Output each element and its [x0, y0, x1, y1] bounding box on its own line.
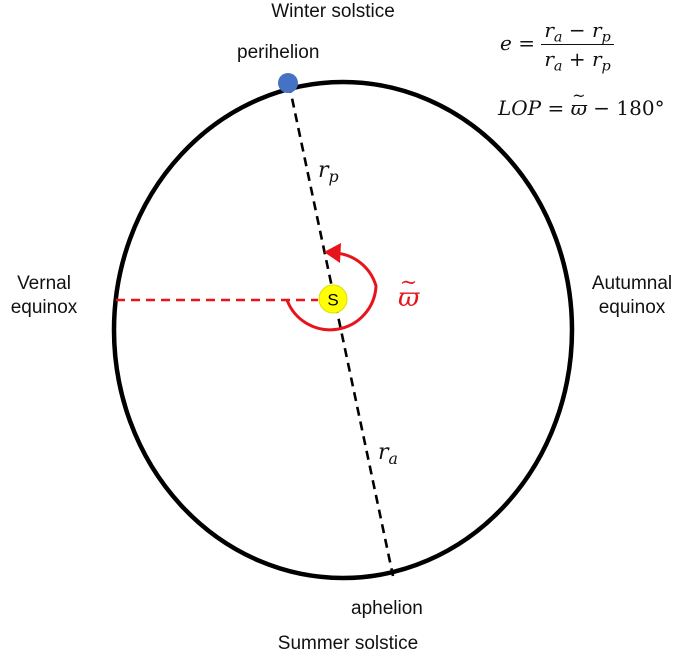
vernal-line1: Vernal: [17, 273, 71, 294]
autumnal-line2: equinox: [598, 297, 666, 318]
vernal-equinox-label: Vernal equinox: [11, 272, 78, 320]
autumnal-line1: Autumnal: [591, 273, 673, 294]
longitude-of-perihelion-symbol: ϖ: [398, 283, 419, 313]
eccentricity-lhs: e =: [500, 31, 535, 55]
orbit-ellipse: [111, 79, 575, 581]
longitude-arc-arrowhead: [324, 243, 341, 263]
winter-solstice-label: Winter solstice: [271, 1, 395, 22]
lop-equation: LOP = ϖ − 180°: [498, 96, 665, 120]
summer-solstice-label: Summer solstice: [277, 633, 419, 654]
r-a-label: ra: [378, 440, 398, 468]
eccentricity-equation: e = ra − rp ra + rp: [500, 18, 614, 74]
sun-label: S: [327, 291, 338, 310]
eccentricity-fraction: ra − rp ra + rp: [541, 18, 614, 74]
apsis-line: [287, 83, 395, 577]
r-p-label: rp: [318, 158, 339, 186]
vernal-line2: equinox: [10, 297, 78, 318]
aphelion-label: aphelion: [351, 598, 423, 619]
sun-circle: [318, 284, 348, 314]
autumnal-equinox-label: Autumnal equinox: [592, 272, 672, 320]
longitude-of-perihelion-arc: [285, 251, 378, 332]
perihelion-label: perihelion: [237, 42, 320, 63]
perihelion-point: [278, 73, 298, 93]
